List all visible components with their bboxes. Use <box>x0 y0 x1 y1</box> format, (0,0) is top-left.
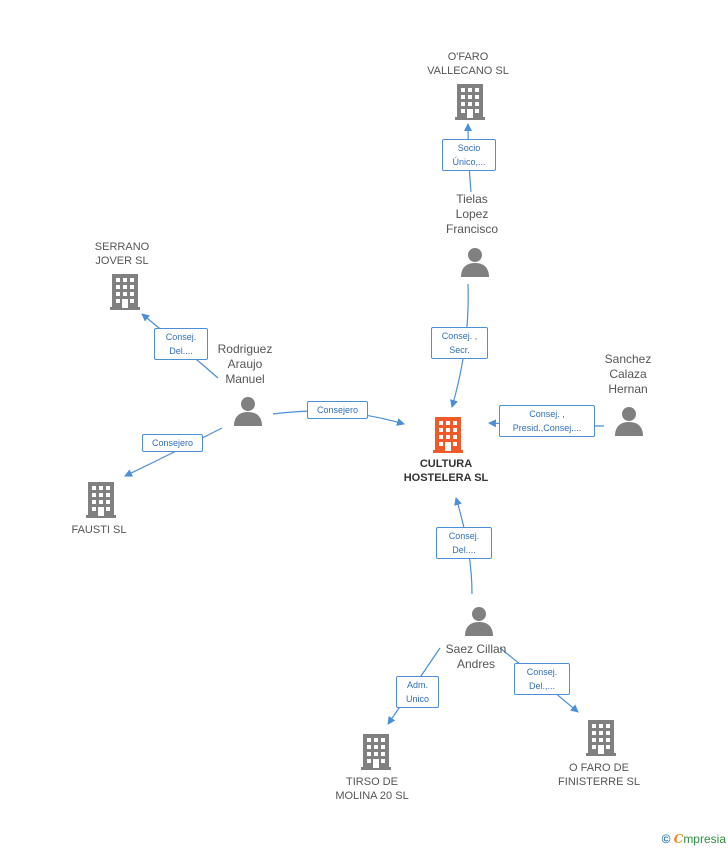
node-label-ofaro-finisterre[interactable]: O FARO DE FINISTERRE SL <box>558 762 640 788</box>
building-icon[interactable] <box>586 720 616 756</box>
node-label-tirso[interactable]: TIRSO DE MOLINA 20 SL <box>335 776 409 802</box>
person-icon[interactable] <box>614 406 644 436</box>
edge-label-rodriguez-serrano[interactable]: Consej. Del.... <box>154 328 208 360</box>
person-icon[interactable] <box>464 606 494 636</box>
building-icon[interactable] <box>110 274 140 310</box>
copyright-symbol: © <box>661 832 671 846</box>
edge-label-tielas-center[interactable]: Consej. , Secr. <box>431 327 488 359</box>
person-icon[interactable] <box>233 396 263 426</box>
node-label-ofaro-vallecano[interactable]: O'FARO VALLECANO SL <box>427 51 509 77</box>
edge-label-rodriguez-center[interactable]: Consejero <box>307 401 368 419</box>
empresia-watermark: © Cmpresia <box>662 832 726 846</box>
node-label-sanchez[interactable]: Sanchez Calaza Hernan <box>604 352 652 396</box>
edge-rodriguez-fausti <box>124 427 223 477</box>
person-icon[interactable] <box>460 247 490 277</box>
edge-label-saez-center[interactable]: Consej. Del.... <box>436 527 492 559</box>
building-icon[interactable] <box>361 734 391 770</box>
node-label-rodriguez[interactable]: Rodriguez Araujo Manuel <box>217 342 273 386</box>
node-label-tielas[interactable]: Tielas Lopez Francisco <box>445 192 498 236</box>
node-label-saez[interactable]: Saez Cillan Andres <box>445 642 507 671</box>
edge-label-tielas-ofaro[interactable]: Socio Único,... <box>442 139 496 171</box>
node-label-serrano[interactable]: SERRANO JOVER SL <box>94 241 150 267</box>
building-icon[interactable] <box>433 417 463 453</box>
building-icon[interactable] <box>86 482 116 518</box>
building-icon[interactable] <box>455 84 485 120</box>
brand-name: mpresia <box>683 832 726 846</box>
node-label-cultura-hostelera[interactable]: CULTURA HOSTELERA SL <box>403 458 489 484</box>
edge-label-saez-tirso[interactable]: Adm. Unico <box>396 676 439 708</box>
edge-label-saez-finisterre[interactable]: Consej. Del.,... <box>514 663 570 695</box>
node-label-fausti[interactable]: FAUSTI SL <box>71 524 127 536</box>
brand-initial: C <box>673 832 684 846</box>
edge-label-sanchez-center[interactable]: Consej. , Presid.,Consej.... <box>499 405 595 437</box>
edge-label-rodriguez-fausti[interactable]: Consejero <box>142 434 203 452</box>
